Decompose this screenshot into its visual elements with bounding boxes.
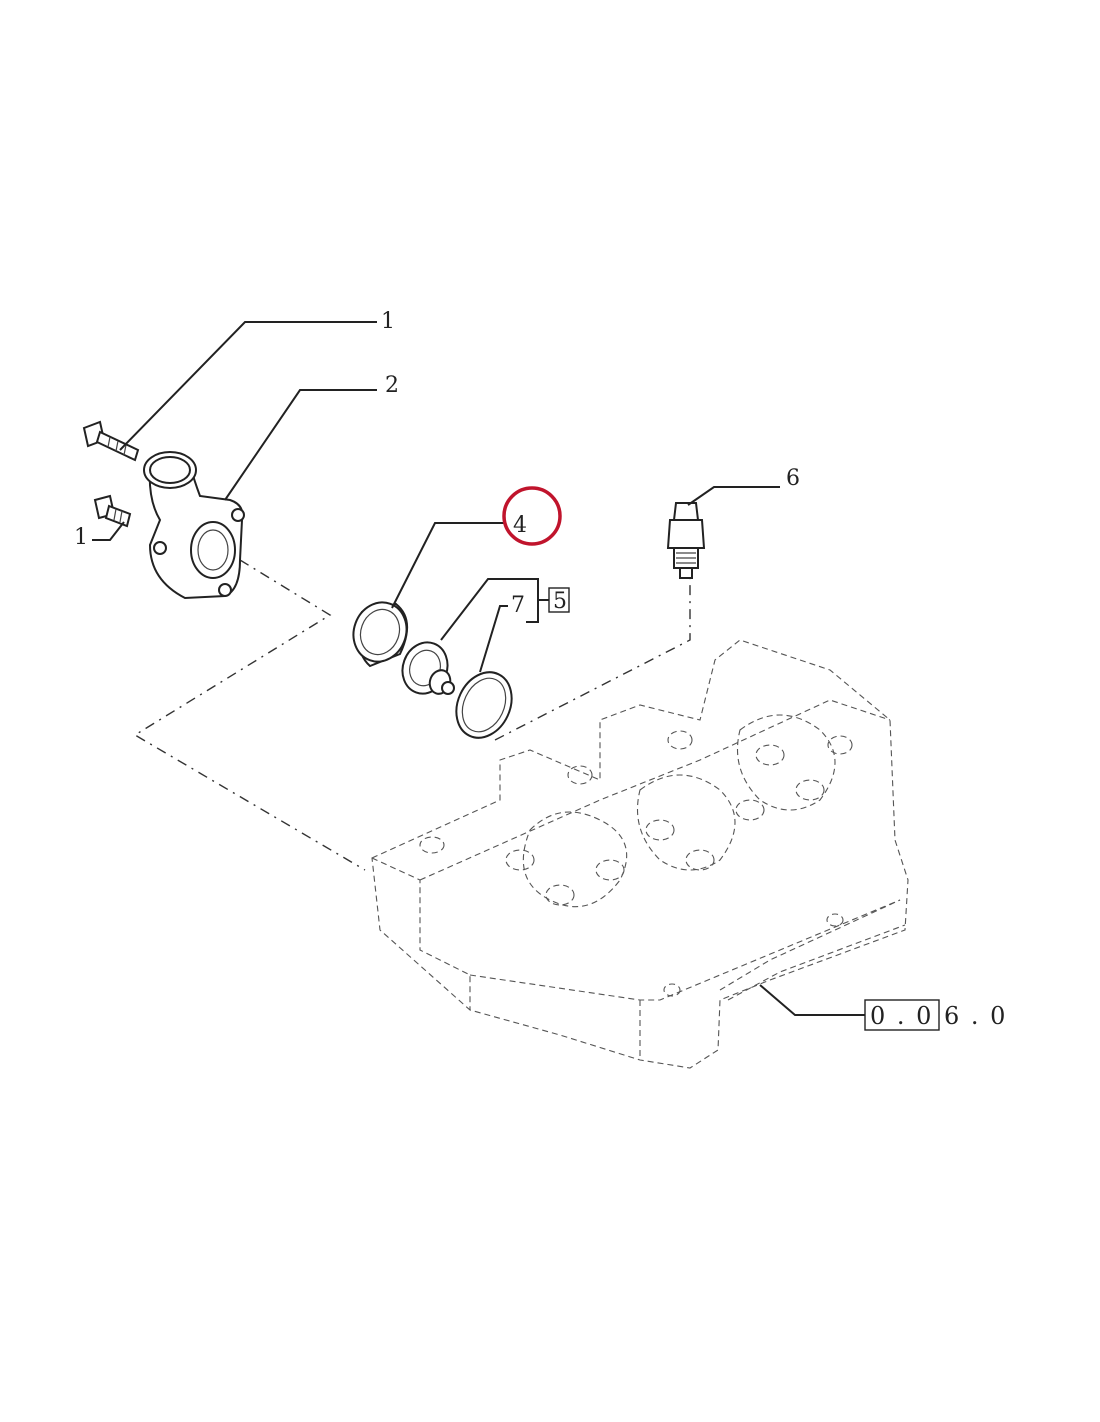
reference-tail-text: 6 . 0 [944, 1002, 1007, 1030]
bolt-lower [93, 494, 132, 528]
callout-1-top: 1 [381, 309, 395, 334]
callout-5-box [548, 587, 570, 613]
o-ring [455, 671, 513, 739]
callout-2: 2 [385, 373, 399, 398]
thermostat [401, 641, 455, 695]
assembly-guide-lines [133, 559, 691, 871]
seal-ring [352, 601, 408, 668]
callout-7: 7 [511, 593, 525, 618]
cylinder-head-ghost [371, 639, 909, 1069]
callout-5: 5 [553, 589, 567, 614]
reference-box [864, 999, 940, 1031]
callout-1-bottom: 1 [74, 525, 88, 550]
callout-labels: 1 2 1 4 7 5 6 [74, 309, 800, 618]
callout-4: 4 [513, 513, 527, 538]
callout-6: 6 [786, 466, 800, 491]
thermostat-housing [143, 451, 245, 600]
temperature-sender [666, 502, 706, 579]
reference-boxed-text: 0 . 0 [870, 1002, 933, 1030]
section-reference: 0 . 0 6 . 0 [864, 999, 1007, 1031]
leader-lines [92, 321, 865, 1016]
highlight-circle [502, 486, 562, 546]
